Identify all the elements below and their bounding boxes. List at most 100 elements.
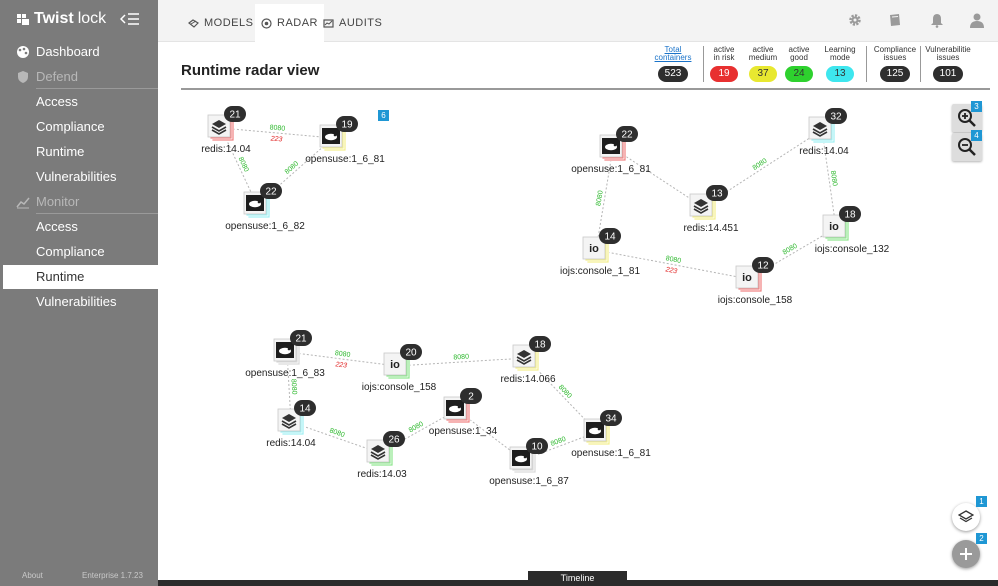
node-count-badge	[526, 438, 548, 454]
edge-line[interactable]	[612, 147, 704, 208]
stat-separator	[703, 46, 704, 82]
sidebar-item-label: Compliance	[36, 244, 105, 259]
edge-line[interactable]	[220, 127, 334, 139]
about-link[interactable]: About	[22, 571, 43, 580]
node-count-badge	[616, 126, 638, 142]
edge-risk-label: 223	[664, 266, 678, 275]
edge-line[interactable]	[595, 147, 614, 251]
node-count: 18	[844, 210, 856, 221]
opensuse-icon	[512, 450, 530, 466]
sidebar-item-monitor-access[interactable]: Access	[0, 215, 158, 239]
sidebar-item-label: Defend	[36, 69, 78, 84]
stat-value-pill[interactable]: 101	[932, 66, 964, 82]
node-stack-front	[582, 236, 606, 260]
twistlock-logo-icon	[17, 14, 29, 25]
tab-label: MODELS	[204, 17, 254, 29]
edge-line[interactable]	[821, 129, 837, 229]
edge[interactable]: 8080	[286, 351, 297, 423]
tab-models[interactable]: MODELS	[182, 4, 259, 42]
node-label: iojs:console_132	[815, 244, 890, 255]
stat-value-pill[interactable]: 24	[785, 66, 813, 82]
node-count-badge	[290, 330, 312, 346]
bell-icon[interactable]	[929, 12, 945, 28]
sidebar-item-defend-vulnerabilities[interactable]: Vulnerabilities	[0, 165, 158, 189]
stat-value-pill[interactable]: 523	[657, 66, 689, 82]
node-label: opensuse:1_34	[429, 426, 498, 437]
sidebar-item-monitor-compliance[interactable]: Compliance	[0, 240, 158, 264]
edge[interactable]: 8080	[595, 147, 614, 251]
book-icon[interactable]	[887, 12, 903, 28]
timeline-toggle[interactable]: Timeline	[528, 571, 627, 586]
audits-icon	[323, 18, 334, 28]
tab-label: RADAR	[277, 17, 319, 29]
edge-line[interactable]	[286, 351, 398, 367]
top-bar: MODELS RADAR AUDITS	[158, 0, 998, 42]
sidebar-item-defend-runtime[interactable]: Runtime	[0, 140, 158, 164]
tab-radar[interactable]: RADAR	[255, 4, 325, 42]
edge-line[interactable]	[595, 249, 750, 280]
gear-icon[interactable]	[847, 12, 863, 28]
edge[interactable]: 8080	[821, 129, 838, 229]
cluster-count-badge[interactable]: 6	[378, 110, 389, 121]
stat-value-pill[interactable]: 37	[749, 66, 777, 82]
edge[interactable]: 8080	[396, 354, 527, 367]
edge-port-label: 8080	[334, 350, 350, 359]
sidebar-item-monitor-runtime[interactable]: Runtime	[3, 265, 158, 289]
edge[interactable]: 8080	[290, 421, 381, 454]
add-button[interactable]	[952, 540, 980, 568]
sidebar-section-monitor[interactable]: Monitor	[0, 190, 158, 214]
stat-label-line2: issues	[883, 53, 907, 62]
opensuse-icon	[322, 128, 340, 144]
node-count: 12	[757, 261, 769, 272]
stat-value-pill[interactable]: 13	[826, 66, 854, 82]
node-count: 14	[604, 232, 616, 243]
sidebar-section-defend[interactable]: Defend	[0, 65, 158, 89]
stat-label-line2: good	[790, 53, 808, 62]
edge-line[interactable]	[396, 357, 527, 367]
layers-button[interactable]	[952, 503, 980, 531]
node-count-badge	[294, 400, 316, 416]
user-icon[interactable]	[969, 12, 985, 28]
edge-port-label: 8080	[269, 124, 285, 132]
edge[interactable]	[612, 147, 704, 208]
stat-value-pill[interactable]: 19	[710, 66, 738, 82]
svg-text:io: io	[742, 272, 752, 284]
collapse-sidebar-icon[interactable]	[120, 12, 140, 26]
stat-value-pill[interactable]: 125	[879, 66, 911, 82]
node-label: opensuse:1_6_81	[571, 164, 651, 175]
tab-audits[interactable]: AUDITS	[317, 4, 388, 42]
stat-separator	[866, 46, 867, 82]
sidebar-item-defend-access[interactable]: Access	[0, 90, 158, 114]
sidebar-item-defend-compliance[interactable]: Compliance	[0, 115, 158, 139]
node-count-badge	[599, 228, 621, 244]
sidebar-item-monitor-vulnerabilities[interactable]: Vulnerabilities	[0, 290, 158, 314]
sidebar-item-dashboard[interactable]: Dashboard	[0, 40, 158, 64]
